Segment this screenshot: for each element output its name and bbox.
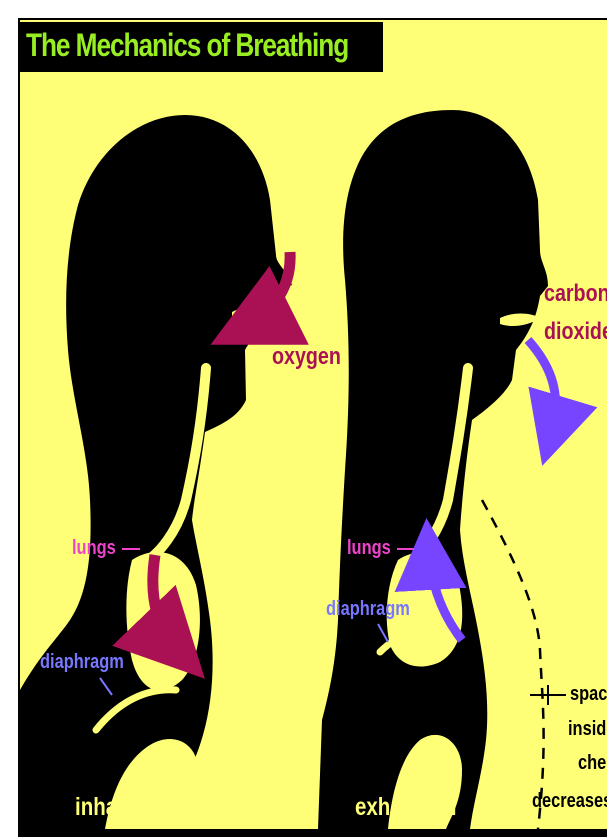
inhalation-caption: inhalation [75,793,172,822]
carbon-dioxide-label-line1: carbon [544,280,607,308]
chest-note-line2: inside [568,718,607,741]
carbon-dioxide-label-line2: dioxide [544,318,607,346]
oxygen-label: oxygen [272,343,341,371]
lungs-label-inhalation: lungs [72,537,116,560]
diaphragm-label-exhalation: diaphragm [326,598,410,621]
page-title: The Mechanics of Breathing [26,27,348,64]
chest-note-line4: decreases [532,790,607,813]
lungs-label-exhalation: lungs [347,537,391,560]
chest-note-line3: chest [578,752,607,775]
chest-note-line1: space [570,683,607,706]
diaphragm-label-inhalation: diaphragm [40,651,124,674]
bottom-border [18,829,607,837]
exhalation-caption: exhalation [355,793,456,822]
